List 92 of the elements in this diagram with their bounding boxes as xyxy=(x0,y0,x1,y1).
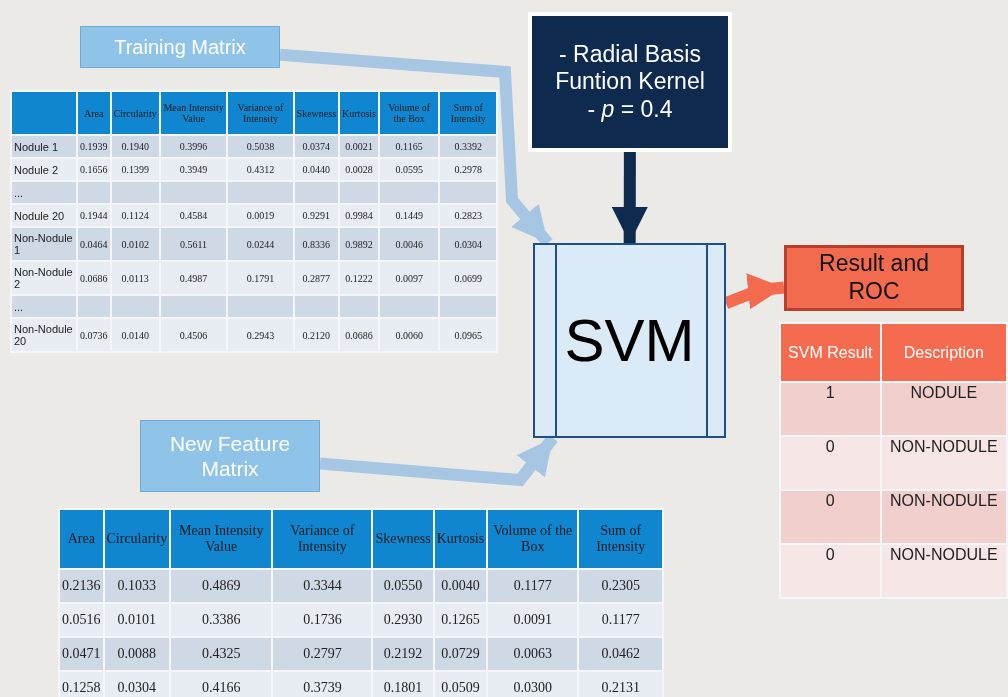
data-cell: 0.0101 xyxy=(103,603,171,637)
data-cell: 0.0304 xyxy=(439,227,497,261)
header-cell: Volume of the Box xyxy=(378,91,440,135)
row-label: Nodule 1 xyxy=(11,135,77,158)
header-cell: Circularity xyxy=(110,91,160,135)
data-cell: 0.0516 xyxy=(59,603,104,637)
row-label: Non-Nodule 2 xyxy=(11,261,77,295)
data-cell: 0.4166 xyxy=(170,671,273,697)
data-cell: 0.0140 xyxy=(110,318,160,352)
data-cell: 0.2877 xyxy=(293,261,340,295)
data-cell: 0.0300 xyxy=(487,671,579,697)
data-cell: 0.0244 xyxy=(227,227,294,261)
data-cell: 0.2930 xyxy=(372,603,434,637)
kernel-box xyxy=(528,12,732,152)
data-cell: 0.0063 xyxy=(487,637,579,671)
data-cell: 0.0046 xyxy=(378,227,440,261)
header-cell: SVM Result xyxy=(780,323,881,382)
row-label: Non-Nodule 20 xyxy=(11,318,77,352)
box-label: - p = 0.4 xyxy=(587,95,673,124)
header-cell: Description xyxy=(880,323,1007,382)
header-cell: Kurtosis xyxy=(339,91,379,135)
header-cell: Volume of the Box xyxy=(487,509,579,569)
data-cell: 0.0729 xyxy=(433,637,488,671)
data-cell: 0.3344 xyxy=(272,569,373,603)
data-cell: 0.1033 xyxy=(103,569,171,603)
header-cell: Variance of Intensity xyxy=(272,509,373,569)
data-cell: 1 xyxy=(780,382,881,436)
data-cell: 0.0699 xyxy=(439,261,497,295)
data-cell: 0.2943 xyxy=(227,318,294,352)
data-cell: 0.0113 xyxy=(110,261,160,295)
header-cell: Circularity xyxy=(103,509,171,569)
data-cell: 0.0550 xyxy=(372,569,434,603)
data-cell: 0.0462 xyxy=(578,637,663,671)
box-label: Training Matrix xyxy=(114,35,246,59)
header-cell: Skewness xyxy=(293,91,340,135)
data-cell: 0 xyxy=(780,436,881,490)
data-cell: 0 xyxy=(780,544,881,598)
data-cell: 0.1736 xyxy=(272,603,373,637)
data-cell: 0.2192 xyxy=(372,637,434,671)
row-label: ... xyxy=(11,295,77,318)
row-label: Nodule 20 xyxy=(11,204,77,227)
svm-box xyxy=(533,243,726,438)
header-cell: Kurtosis xyxy=(433,509,488,569)
data-cell: 0.5611 xyxy=(159,227,228,261)
arrow xyxy=(611,151,648,244)
data-cell: 0.1258 xyxy=(59,671,104,697)
header-cell: Skewness xyxy=(372,509,434,569)
data-cell: 0.1265 xyxy=(433,603,488,637)
data-cell: 0.0097 xyxy=(378,261,440,295)
data-cell: 0.4869 xyxy=(170,569,273,603)
header-cell: Area xyxy=(59,509,104,569)
title-box xyxy=(140,420,320,492)
data-cell: 0.8336 xyxy=(293,227,340,261)
data-cell: 0.3739 xyxy=(272,671,373,697)
data-cell: 0.4506 xyxy=(159,318,228,352)
row-label: Nodule 2 xyxy=(11,158,77,181)
data-cell: 0.2131 xyxy=(578,671,663,697)
result-box xyxy=(784,245,964,311)
data-cell: 0.0471 xyxy=(59,637,104,671)
row-label: Non-Nodule 1 xyxy=(11,227,77,261)
data-cell: 0.1177 xyxy=(487,569,579,603)
data-cell: 0.4325 xyxy=(170,637,273,671)
data-cell: NON-NODULE xyxy=(880,436,1007,490)
data-cell: 0.0088 xyxy=(103,637,171,671)
header-cell: Sum of Intensity xyxy=(578,509,663,569)
data-cell: 0.2305 xyxy=(578,569,663,603)
data-cell: 0.0102 xyxy=(110,227,160,261)
header-cell: Mean Intensity Value xyxy=(170,509,273,569)
box-label: SVM xyxy=(564,305,695,376)
data-cell: 0.4987 xyxy=(159,261,228,295)
data-cell: 0.0040 xyxy=(433,569,488,603)
data-cell: 0.1177 xyxy=(578,603,663,637)
data-cell: 0.2797 xyxy=(272,637,373,671)
header-cell: Variance of Intensity xyxy=(227,91,294,135)
data-cell: NON-NODULE xyxy=(880,490,1007,544)
data-cell: NODULE xyxy=(880,382,1007,436)
data-cell: 0.0060 xyxy=(378,318,440,352)
title-box xyxy=(80,26,280,68)
header-cell: Area xyxy=(77,91,111,135)
header-cell: Mean Intensity Value xyxy=(159,91,228,135)
data-cell: 0.2136 xyxy=(59,569,104,603)
data-cell: 0.1791 xyxy=(227,261,294,295)
data-cell: 0.2120 xyxy=(293,318,340,352)
data-cell: 0.0091 xyxy=(487,603,579,637)
data-cell: NON-NODULE xyxy=(880,544,1007,598)
data-cell: 0.0965 xyxy=(439,318,497,352)
header-cell: Sum of Intensity xyxy=(439,91,497,135)
data-cell: 0.3386 xyxy=(170,603,273,637)
box-label: Result and ROC xyxy=(818,250,930,306)
box-label: New Feature Matrix xyxy=(168,430,292,482)
row-label: ... xyxy=(11,181,77,204)
data-cell: 0 xyxy=(780,490,881,544)
